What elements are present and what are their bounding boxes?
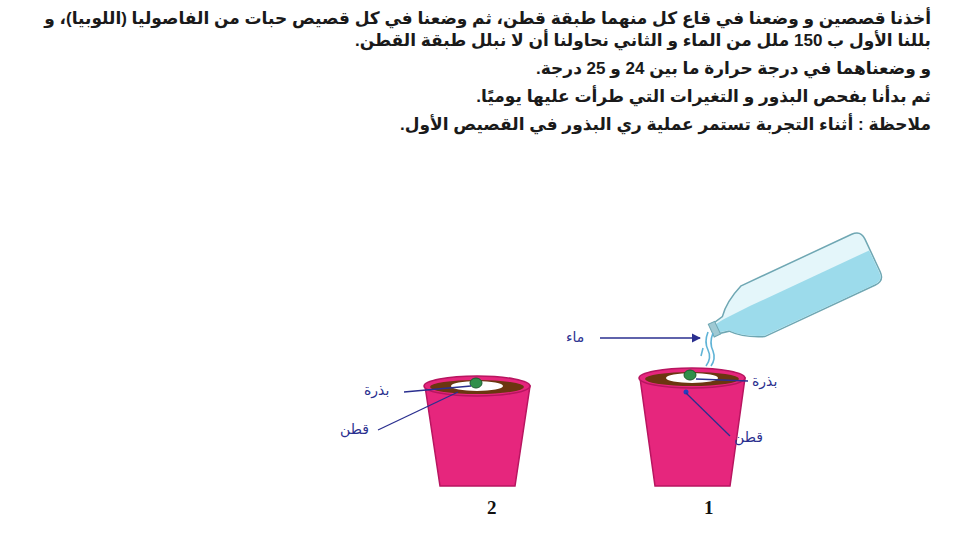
paragraph: ثم بدأنا بفحص البذور و التغيرات التي طرأ…: [26, 86, 931, 108]
pot: [424, 376, 530, 486]
water-bottle: [699, 230, 884, 356]
pot-number: 1: [704, 498, 714, 518]
paragraph: و وضعناهما في درجة حرارة ما بين 24 و 25 …: [26, 58, 931, 80]
paragraph: أخذنا قصصين و وضعنا في قاع كل منهما طبقة…: [26, 8, 931, 52]
water-label: ماء: [566, 328, 584, 346]
cotton-label: قطن: [340, 420, 369, 438]
seed-label: بذرة: [752, 372, 777, 390]
pot-number: 2: [487, 498, 497, 518]
leader-lines: [378, 338, 748, 436]
seed-label: بذرة: [364, 381, 389, 399]
cotton-label: قطن: [734, 428, 763, 446]
text-block: أخذنا قصصين و وضعنا في قاع كل منهما طبقة…: [26, 8, 931, 142]
pot: [639, 368, 745, 486]
water-stream: [701, 332, 714, 366]
paragraph: ملاحظة : أثناء التجربة تستمر عملية ري ال…: [26, 114, 931, 136]
